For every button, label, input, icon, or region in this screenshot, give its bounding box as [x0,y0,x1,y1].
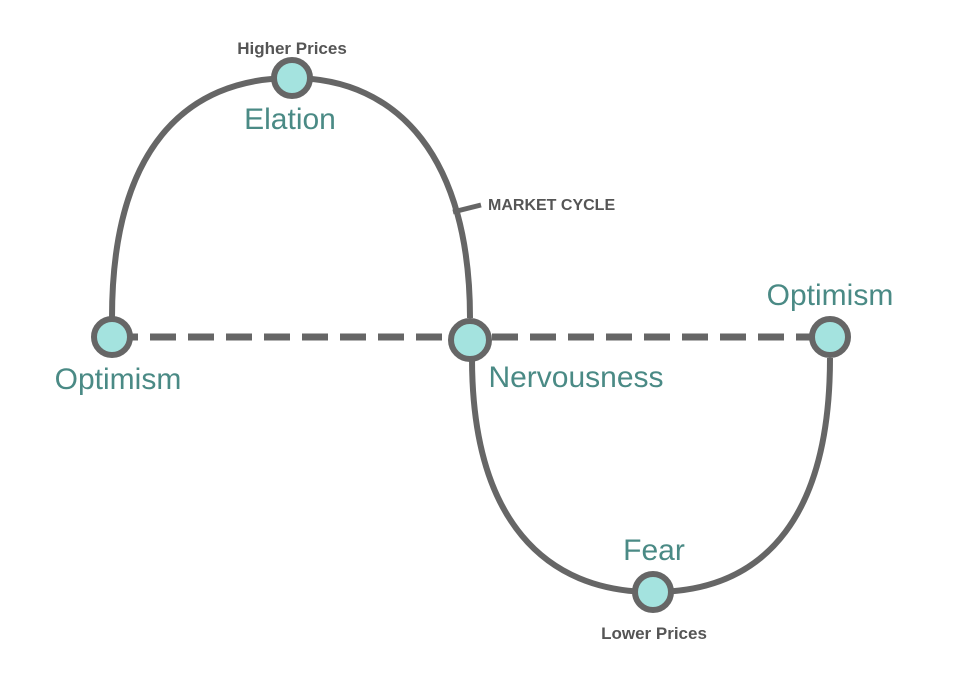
lower-prices-label: Lower Prices [601,624,707,643]
market-cycle-label: MARKET CYCLE [488,197,615,214]
elation-label: Elation [244,103,336,136]
higher-prices-label: Higher Prices [237,39,347,58]
fear-label: Fear [623,534,685,567]
market-cycle-tick [452,202,482,215]
elation-node [271,57,313,99]
nervousness-label: Nervousness [488,361,663,394]
fear-node [632,571,674,613]
nervousness-node [448,318,492,362]
optimism-start-node [91,316,133,358]
optimism-end-node [809,316,851,358]
optimism-start-label: Optimism [55,363,182,396]
optimism-end-label: Optimism [767,279,894,312]
